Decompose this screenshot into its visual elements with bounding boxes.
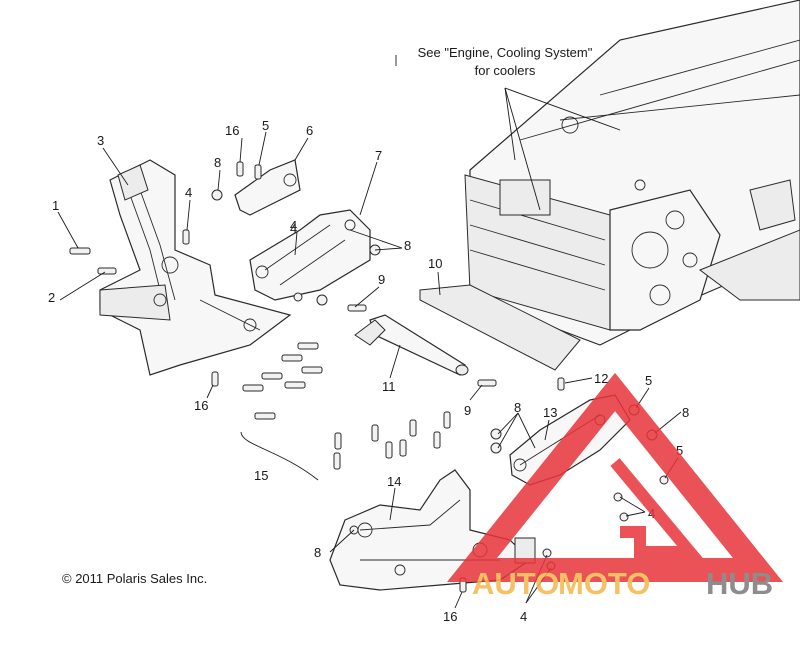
watermark-auto: AUTO: [472, 566, 559, 601]
automotohub-watermark: AUTO MOTO HUB: [446, 372, 784, 601]
label-12: 12: [594, 371, 608, 386]
label-8c: 8: [514, 400, 521, 415]
copyright-text: © 2011 Polaris Sales Inc.: [62, 571, 207, 586]
label-8b: 8: [404, 238, 411, 253]
label-9a: 9: [378, 272, 385, 287]
label-4b: 4: [290, 218, 297, 233]
bracket-6: [234, 159, 301, 216]
label-5c: 5: [676, 443, 683, 458]
label-8a: 8: [214, 155, 221, 170]
label-4c: 4: [290, 221, 297, 236]
label-8e: 8: [314, 545, 321, 560]
label-15: 15: [254, 468, 268, 483]
skid-plate: [419, 284, 581, 371]
label-7: 7: [375, 148, 382, 163]
watermark-hub: HUB: [706, 566, 773, 601]
label-6: 6: [306, 123, 313, 138]
label-2: 2: [48, 290, 55, 305]
watermark-moto: MOTO: [558, 566, 650, 601]
label-8d: 8: [682, 405, 689, 420]
label-14: 14: [387, 474, 401, 489]
label-5b: 5: [645, 373, 652, 388]
label-4e: 4: [520, 609, 527, 624]
label-1: 1: [52, 198, 59, 213]
label-9b: 9: [464, 403, 471, 418]
left-front-bracket: [99, 159, 292, 376]
label-11: 11: [382, 379, 396, 394]
watermark-triangle-icon: [446, 372, 784, 582]
label-16a: 16: [225, 123, 239, 138]
part-labels: 1 2 3 4 4 16 5 6 8 7 4 8 9 10 11 9 12 16…: [48, 118, 689, 624]
label-3: 3: [97, 133, 104, 148]
bracket-7: [249, 209, 371, 301]
chassis-assembly: [464, 0, 800, 346]
label-16b: 16: [194, 398, 208, 413]
note-line-1: See "Engine, Cooling System": [418, 45, 593, 60]
label-16c: 16: [443, 609, 457, 624]
label-5a: 5: [262, 118, 269, 133]
bolt-group-15: [242, 342, 323, 420]
label-10: 10: [428, 256, 442, 271]
note-line-2: for coolers: [475, 63, 536, 78]
bolt-group-14: [333, 411, 451, 470]
label-4a: 4: [185, 185, 192, 200]
cross-shaft: [354, 314, 469, 376]
label-13: 13: [543, 405, 557, 420]
